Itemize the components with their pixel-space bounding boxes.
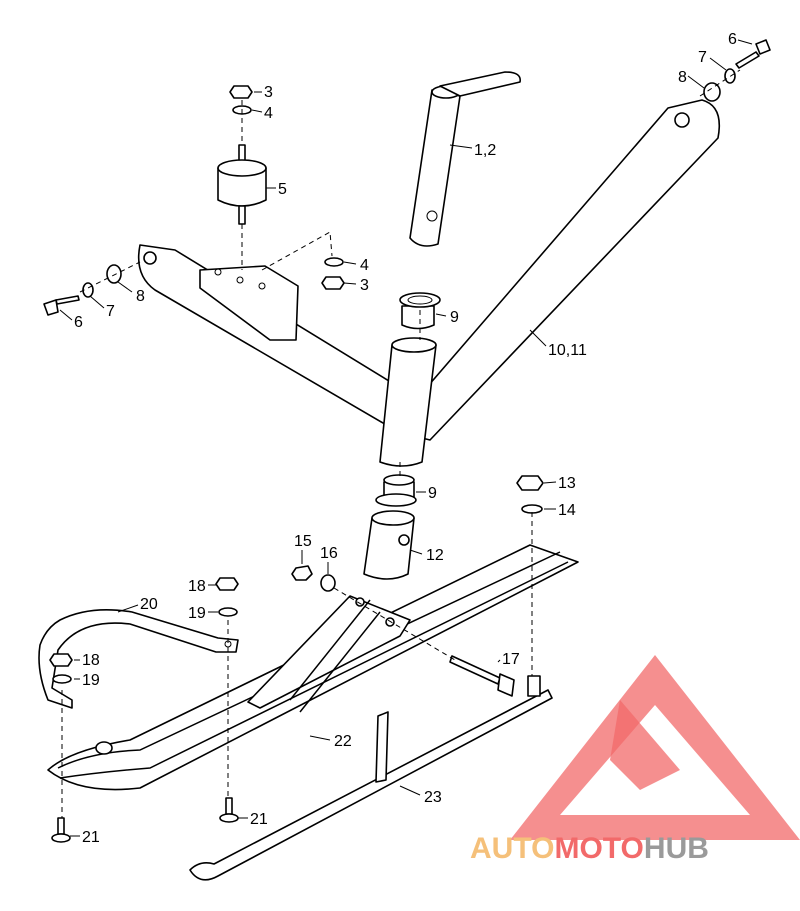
callout-22: 22 (334, 733, 352, 750)
part-nut-13 (516, 475, 544, 514)
callout-21-mid: 21 (250, 811, 268, 828)
callout-18-left: 18 (82, 652, 100, 669)
callout-3-top: 3 (264, 84, 273, 101)
callout-4-mid: 4 (360, 257, 369, 274)
part-pivot-tube (363, 510, 415, 580)
callout-19-left: 19 (82, 672, 100, 689)
part-ski-body (47, 544, 579, 791)
watermark-auto: AUTO (470, 832, 554, 865)
watermark-moto: MOTO (554, 832, 643, 865)
watermark-logo: AUTOMOTOHUB (470, 655, 800, 865)
callout-17: 17 (502, 651, 520, 668)
callout-4-top: 4 (264, 105, 273, 122)
part-nut-mid (321, 257, 345, 290)
watermark-hub: HUB (644, 832, 709, 865)
callout-19-top: 19 (188, 605, 206, 622)
part-rubber-mount (217, 144, 267, 225)
callout-16: 16 (320, 545, 338, 562)
callout-14: 14 (558, 502, 576, 519)
part-bolt-17 (449, 655, 515, 697)
part-bushing-lower (375, 474, 417, 507)
callout-13: 13 (558, 475, 576, 492)
part-bolt-21-mid (219, 797, 239, 823)
callout-9-upper: 9 (450, 309, 459, 326)
part-ski-runner (189, 675, 553, 881)
part-nut-18-top (215, 577, 239, 617)
callout-1-2: 1,2 (474, 142, 496, 159)
callout-6-left: 6 (74, 314, 83, 331)
part-bolt-right (703, 39, 771, 102)
part-v-frame (137, 99, 721, 467)
callout-20: 20 (140, 596, 158, 613)
callout-5: 5 (278, 181, 287, 198)
part-bushing-upper (399, 292, 441, 330)
callout-18-top: 18 (188, 578, 206, 595)
callout-7-right: 7 (698, 49, 707, 66)
part-nut-top (229, 85, 253, 115)
callout-8-left: 8 (136, 288, 145, 305)
callout-3-mid: 3 (360, 277, 369, 294)
part-bolt-left (43, 264, 122, 316)
part-nut-18-left (49, 653, 73, 684)
callout-15: 15 (294, 533, 312, 550)
callout-10-11: 10,11 (548, 342, 587, 359)
callout-23: 23 (424, 789, 442, 806)
leader-lines (59, 39, 753, 837)
part-bolt-21-left (51, 817, 71, 843)
callout-6-right: 6 (728, 31, 737, 48)
callout-7-left: 7 (106, 303, 115, 320)
callout-9-lower: 9 (428, 485, 437, 502)
callout-8-right: 8 (678, 69, 687, 86)
part-nut-15 (291, 565, 336, 592)
callout-labels: 1,2 3 4 5 4 3 6 7 8 6 7 8 9 10,11 9 12 1… (74, 31, 737, 846)
callout-21-left: 21 (82, 829, 100, 846)
callout-12: 12 (426, 547, 444, 564)
svg-text:AUTOMOTOHUB: AUTOMOTOHUB (470, 832, 709, 865)
part-steering-column (409, 71, 522, 247)
assembly-lines (61, 69, 741, 818)
